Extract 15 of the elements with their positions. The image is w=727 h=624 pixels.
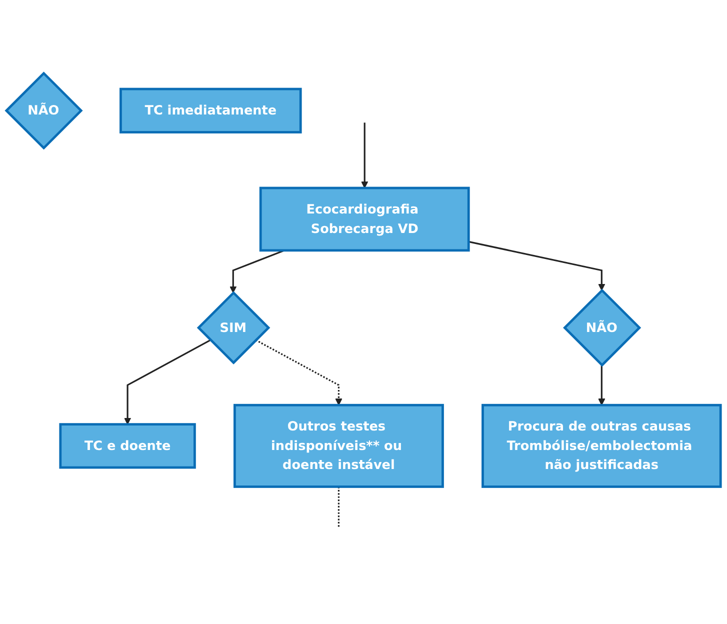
node-box (482, 404, 722, 488)
arrow (598, 365, 606, 406)
arrow (230, 250, 285, 294)
node-box (234, 404, 444, 488)
arrow (124, 339, 211, 425)
node-diamond (4, 72, 83, 150)
node-diamond (563, 288, 642, 367)
node-box (120, 88, 302, 134)
arrow (361, 122, 368, 188)
node-diamond (196, 291, 270, 364)
arrow (468, 240, 606, 291)
node-box (59, 423, 196, 469)
node-box (259, 186, 470, 252)
arrow (255, 339, 342, 406)
connector (338, 486, 340, 527)
